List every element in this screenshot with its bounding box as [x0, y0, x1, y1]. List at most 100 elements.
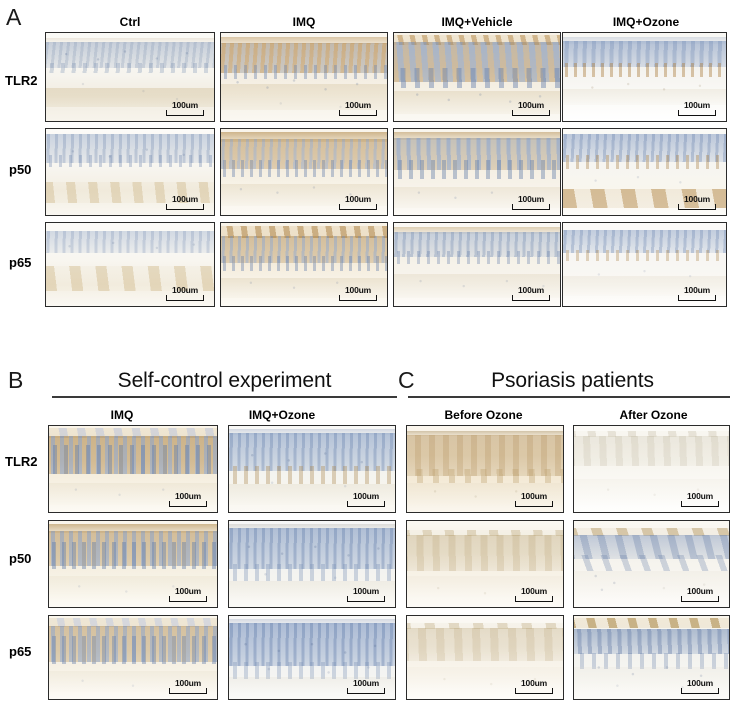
epidermis-band: [394, 137, 560, 171]
panel-b-title-rule: [52, 396, 397, 398]
rete-ridges: [229, 662, 395, 680]
epidermis-band: [574, 436, 729, 466]
dermis-collagen: [407, 576, 563, 601]
micrograph-a-p50-imq: 100um: [220, 128, 388, 216]
dermis-collagen: [563, 276, 726, 297]
dermis-collagen: [46, 87, 214, 107]
micrograph-c-p65-after-ozone: 100um: [573, 615, 730, 700]
epidermis-band: [229, 527, 395, 570]
stratum-corneum: [229, 428, 395, 436]
rete-ridges: [563, 154, 726, 169]
stratum-corneum: [407, 529, 563, 536]
nuclei-speckle: [46, 223, 214, 306]
epidermis-band: [49, 625, 217, 663]
dermis-collagen: [394, 91, 560, 114]
dermis-collagen: [229, 484, 395, 506]
rete-ridges: [574, 652, 729, 670]
nuclei-speckle: [46, 129, 214, 215]
stratum-corneum: [574, 527, 729, 537]
nuclei-speckle: [229, 426, 395, 512]
micrograph-b-p65-imq-ozone: 100um: [228, 615, 396, 700]
micrograph-b-p50-imq: 100um: [48, 520, 218, 608]
nuclei-speckle: [229, 521, 395, 607]
rete-ridges: [394, 159, 560, 179]
tissue-base: [394, 33, 560, 121]
nuclei-speckle: [221, 223, 387, 306]
rete-ridges: [574, 555, 729, 571]
stain-field: [394, 223, 560, 306]
stratum-corneum: [407, 622, 563, 630]
rete-ridges: [221, 64, 387, 79]
micrograph-b-p50-imq-ozone: 100um: [228, 520, 396, 608]
stain-field: [407, 521, 563, 607]
stain-field: [574, 426, 729, 512]
panel-a-column-header-imq-vehicle: IMQ+Vehicle: [441, 15, 513, 29]
nuclei-speckle: [563, 223, 726, 306]
stain-field: [221, 33, 387, 121]
dermis-collagen: [574, 570, 729, 601]
epidermis-band: [221, 42, 387, 73]
panel-letter-c: C: [398, 367, 415, 393]
tissue-base: [407, 616, 563, 699]
epidermis-band: [407, 627, 563, 661]
nuclei-speckle: [407, 426, 563, 512]
micrograph-c-tlr2-after-ozone: 100um: [573, 425, 730, 513]
panel-a-row-label-p65: p65: [9, 255, 32, 270]
stratum-corneum: [49, 427, 217, 439]
nuclei-speckle: [49, 616, 217, 699]
panel-a-column-header-ctrl: Ctrl: [119, 15, 141, 29]
micrograph-a-p65-ctrl: 100um: [45, 222, 215, 307]
epidermis-band: [394, 41, 560, 83]
nuclei-speckle: [49, 426, 217, 512]
rete-ridges: [563, 249, 726, 262]
tissue-base: [221, 33, 387, 121]
micrograph-a-tlr2-imq-ozone: 100um: [562, 32, 727, 122]
micrograph-c-tlr2-before-ozone: 100um: [406, 425, 564, 513]
rete-ridges: [394, 251, 560, 265]
panel-b-column-header-imq-ozone: IMQ+Ozone: [248, 408, 316, 422]
nuclei-speckle: [49, 521, 217, 607]
stratum-corneum: [46, 38, 214, 45]
stratum-corneum: [221, 226, 387, 238]
rete-ridges: [563, 62, 726, 77]
rete-ridges: [46, 62, 214, 74]
epidermis-band: [574, 534, 729, 559]
micrograph-a-p65-imq-ozone: 100um: [562, 222, 727, 307]
epidermis-band: [563, 134, 726, 162]
dermis-collagen: [221, 277, 387, 298]
tissue-base: [49, 521, 217, 607]
micrograph-b-tlr2-imq-ozone: 100um: [228, 425, 396, 513]
stain-field: [49, 521, 217, 607]
epidermis-band: [574, 629, 729, 655]
panel-b-row-label-tlr2: TLR2: [5, 454, 38, 469]
tissue-base: [563, 223, 726, 306]
nuclei-speckle: [394, 129, 560, 215]
dermis-collagen: [46, 182, 214, 203]
epidermis-band: [46, 231, 214, 253]
stratum-corneum: [394, 131, 560, 141]
stratum-corneum: [221, 132, 387, 142]
stain-field: [49, 616, 217, 699]
dermis-collagen: [49, 576, 217, 601]
panel-b-row-label-p65: p65: [9, 644, 32, 659]
tissue-base: [407, 426, 563, 512]
rete-ridges: [49, 444, 217, 475]
nuclei-speckle: [563, 33, 726, 121]
dermis-collagen: [563, 189, 726, 209]
micrograph-b-tlr2-imq: 100um: [48, 425, 218, 513]
stain-field: [407, 616, 563, 699]
dermis-collagen: [407, 482, 563, 507]
panel-a-column-header-imq: IMQ: [292, 15, 316, 29]
micrograph-a-tlr2-imq-vehicle: 100um: [393, 32, 561, 122]
stratum-corneum: [394, 227, 560, 234]
panel-letter-b: B: [8, 367, 24, 393]
micrograph-a-p50-imq-vehicle: 100um: [393, 128, 561, 216]
tissue-base: [46, 33, 214, 121]
rete-ridges: [221, 159, 387, 178]
tissue-base: [563, 33, 726, 121]
tissue-base: [229, 426, 395, 512]
micrograph-b-p65-imq: 100um: [48, 615, 218, 700]
nuclei-speckle: [574, 426, 729, 512]
stain-field: [563, 129, 726, 215]
